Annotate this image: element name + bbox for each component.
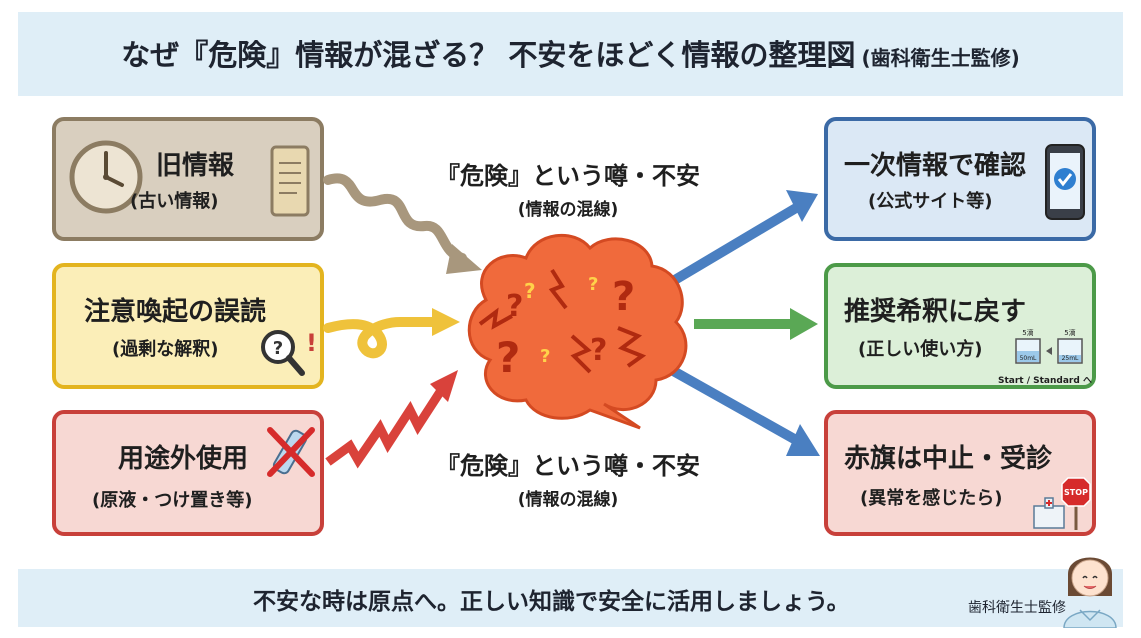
cup1-drops: 5滴 xyxy=(1022,328,1033,337)
page-title: なぜ『危険』情報が混ざる？ 不安をほどく情報の整理図(歯科衛生士監修) xyxy=(18,32,1123,74)
card-misuse-title: 用途外使用 xyxy=(118,444,249,474)
stop-label: STOP xyxy=(1064,488,1088,497)
center-top-label: 『危険』という噂・不安 xyxy=(436,162,700,190)
hygienist-avatar xyxy=(1063,557,1117,628)
svg-text:?: ? xyxy=(612,274,635,320)
smartphone-check-icon xyxy=(1045,144,1085,220)
card-redflag-subtitle: (異常を感じたら) xyxy=(860,488,1003,509)
card-primary-title: 一次情報で確認 xyxy=(844,151,1027,181)
card-redflag-title: 赤旗は中止・受診 xyxy=(844,444,1053,474)
svg-text:?: ? xyxy=(496,333,520,382)
svg-text:?: ? xyxy=(524,279,536,303)
svg-text:!: ! xyxy=(306,329,317,357)
magnifier-icon: ? ! xyxy=(261,329,317,376)
card-old-info-subtitle: (古い情報) xyxy=(130,191,219,212)
arrow-dilution-head xyxy=(790,308,818,340)
card-misread-subtitle: (過剰な解釈) xyxy=(112,339,219,360)
footer-signature: 歯科衛生士監修 xyxy=(968,600,1066,616)
card-old-info: 旧情報 (古い情報) xyxy=(52,117,324,241)
anxiety-cloud: ? ? ? ? ? ? ? xyxy=(467,233,688,430)
arrow-primary xyxy=(665,203,799,289)
title-sub: (歯科衛生士監修) xyxy=(861,46,1020,70)
card-dilution-title: 推奨希釈に戻す xyxy=(844,297,1027,327)
bottle-crossed-icon xyxy=(267,427,315,477)
center-label-top: 『危険』という噂・不安 (情報の混線) xyxy=(418,156,718,220)
arrow-misuse-head xyxy=(430,370,458,402)
footer-bar: 不安な時は原点へ。正しい知識で安全に活用しましょう。 歯科衛生士監修 xyxy=(18,569,1123,627)
arrow-old-info xyxy=(323,173,467,263)
arrow-misread xyxy=(323,317,443,359)
card-primary-source: 一次情報で確認 (公式サイト等) xyxy=(824,117,1096,241)
center-label-bottom: 『危険』という噂・不安 (情報の混線) xyxy=(418,446,718,510)
stop-sign-hospital-icon: STOP xyxy=(1033,477,1091,530)
arrow-redflag-head xyxy=(786,424,820,456)
svg-text:?: ? xyxy=(590,333,607,368)
arrow-misuse xyxy=(325,389,444,469)
title-main: なぜ『危険』情報が混ざる？ 不安をほどく情報の整理図 xyxy=(121,38,856,72)
measuring-cups-icon: 5滴 50mL 5滴 25mL xyxy=(1015,328,1083,364)
cup1-volume: 50mL xyxy=(1020,355,1037,362)
clock-icon xyxy=(69,140,143,214)
arrow-redflag xyxy=(665,363,799,445)
card-primary-subtitle: (公式サイト等) xyxy=(868,191,993,212)
card-old-info-title: 旧情報 xyxy=(156,151,235,181)
card-red-flag: 赤旗は中止・受診 (異常を感じたら) STOP xyxy=(824,410,1096,536)
arrow-old-info-head xyxy=(446,244,482,274)
center-bottom-sub: (情報の混線) xyxy=(517,490,619,510)
svg-text:?: ? xyxy=(540,346,550,367)
cup2-volume: 25mL xyxy=(1062,355,1079,362)
title-bar: なぜ『危険』情報が混ざる？ 不安をほどく情報の整理図(歯科衛生士監修) xyxy=(18,12,1123,96)
card-dilution-subtitle: (正しい使い方) xyxy=(858,339,983,360)
center-top-sub: (情報の混線) xyxy=(517,200,619,220)
arrow-primary-head xyxy=(786,190,818,222)
arrow-misread-head xyxy=(432,308,460,336)
cup2-drops: 5滴 xyxy=(1064,328,1075,337)
card-misuse: 用途外使用 (原液・つけ置き等) xyxy=(52,410,324,536)
scroll-icon xyxy=(270,145,310,217)
dilution-caption: Start / Standard へ xyxy=(998,376,1092,386)
card-dilution: 推奨希釈に戻す (正しい使い方) 5滴 50mL 5滴 25mL Start /… xyxy=(824,263,1096,389)
card-misread-title: 注意喚起の誤読 xyxy=(84,297,267,327)
footer-message: 不安な時は原点へ。正しい知識で安全に活用しましょう。 xyxy=(253,589,850,615)
card-misuse-subtitle: (原液・つけ置き等) xyxy=(92,490,253,511)
center-bottom-label: 『危険』という噂・不安 xyxy=(436,452,700,480)
svg-text:?: ? xyxy=(588,274,598,295)
card-misread-warning: 注意喚起の誤読 (過剰な解釈) ? ! xyxy=(52,263,324,389)
svg-text:?: ? xyxy=(273,338,283,359)
